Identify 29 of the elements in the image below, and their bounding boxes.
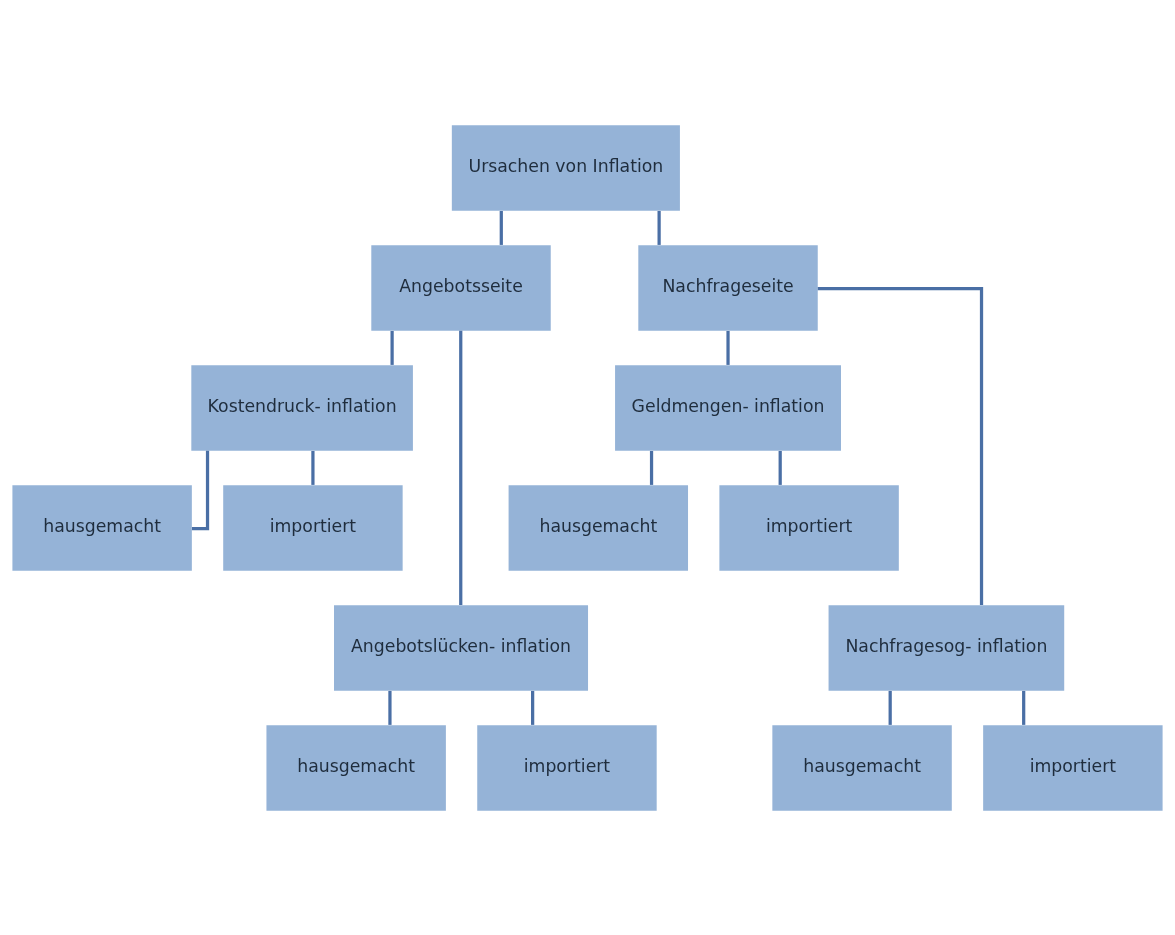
node-box: Angebotslücken- inflation xyxy=(334,604,589,691)
node-box: hausgemacht xyxy=(508,484,689,571)
node-box: Kostendruck- inflation xyxy=(191,364,413,451)
node-box: Nachfragesog- inflation xyxy=(828,604,1065,691)
node-box: importiert xyxy=(223,484,403,571)
connector xyxy=(657,210,661,245)
node-box: hausgemacht xyxy=(266,724,446,811)
connector xyxy=(388,690,392,725)
node-box: Geldmengen- inflation xyxy=(615,364,841,451)
node-box: importiert xyxy=(719,484,899,571)
node-box: importiert xyxy=(477,724,657,811)
node-box: importiert xyxy=(983,724,1163,811)
connector xyxy=(726,330,730,365)
node-box: Nachfrageseite xyxy=(638,244,818,331)
connector xyxy=(888,690,892,725)
connector xyxy=(191,450,210,530)
node-box: Ursachen von Inflation xyxy=(451,124,680,211)
node-box: hausgemacht xyxy=(12,484,192,571)
connector xyxy=(390,330,394,365)
connector xyxy=(817,286,984,605)
connector xyxy=(649,450,654,485)
connector xyxy=(311,450,315,485)
connector xyxy=(1022,690,1026,725)
connector xyxy=(459,330,463,605)
connector xyxy=(499,210,503,245)
connector xyxy=(531,690,535,725)
node-box: hausgemacht xyxy=(772,724,952,811)
connector xyxy=(778,450,782,485)
node-box: Angebotsseite xyxy=(371,244,551,331)
